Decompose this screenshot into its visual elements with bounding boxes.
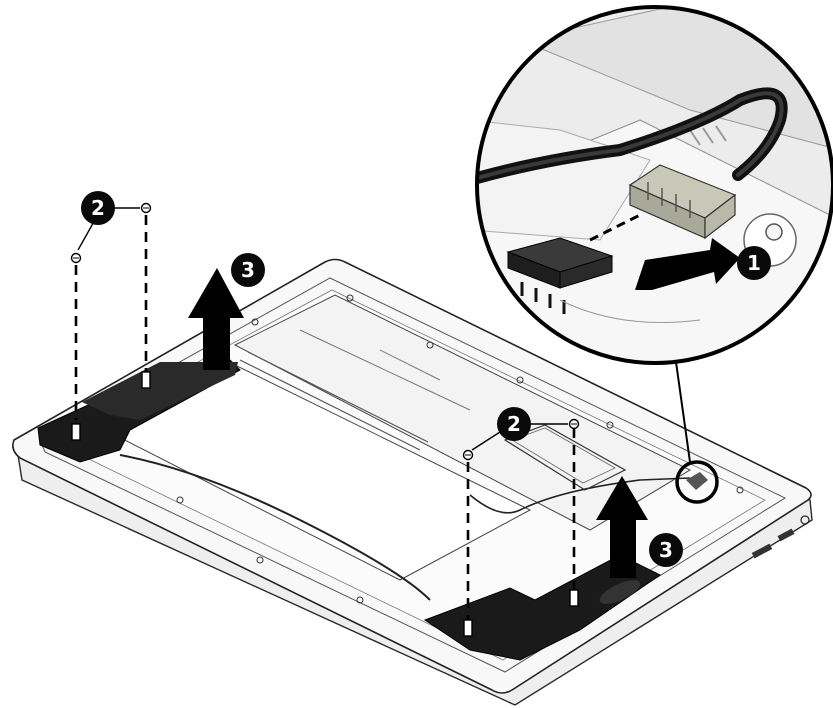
board-connector: [506, 237, 614, 314]
connector-icon: [628, 164, 737, 240]
callout-2-right: 2: [497, 407, 531, 441]
callout-2-right-label: 2: [507, 412, 521, 436]
callout-3-right-label: 3: [659, 538, 673, 562]
screw-icon: [140, 202, 152, 214]
callout-3-right: 3: [649, 533, 683, 567]
callout-3-left-label: 3: [241, 258, 255, 282]
screw-icon: [568, 418, 580, 430]
callout-2-left-label: 2: [91, 196, 105, 220]
callout-2-left: 2: [81, 191, 115, 225]
screw-icon: [70, 252, 82, 264]
callout-1: 1: [737, 246, 771, 280]
right-screws: [462, 418, 580, 637]
lift-arrow-icon: [596, 476, 648, 578]
callout-3-left: 3: [231, 253, 265, 287]
left-speaker: [37, 359, 241, 463]
right-speaker: [423, 554, 661, 661]
screw-icon: [462, 449, 474, 461]
callout-1-label: 1: [747, 251, 761, 275]
left-screws: [70, 202, 152, 441]
lift-arrow-icon: [188, 268, 244, 370]
